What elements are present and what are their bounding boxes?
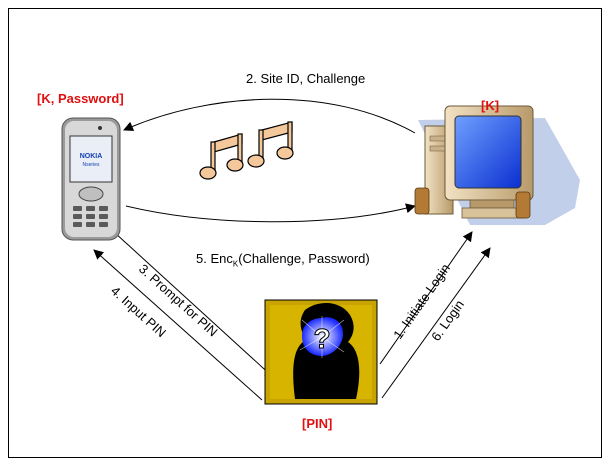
arrow-input-pin [93,249,263,401]
phone-brand: NOKIA [80,153,103,160]
step-5-subscript: K [232,259,239,269]
computer-node-label: [K] [481,98,500,113]
mobile-phone-icon: NOKIA Nseries [61,117,121,241]
arrow-site-id-challenge [123,98,416,134]
phone-node-label: [K, Password] [37,91,124,106]
arrow-initiate-login [379,231,473,365]
step-6-label: 6. Login [428,297,467,344]
music-notes-icon [199,121,294,180]
phone-series: Nseries [83,162,100,168]
arrow-enc-challenge-password [125,203,416,223]
arrow-prompt-for-pin [113,231,275,379]
desktop-computer-icon [414,105,580,225]
step-5-label: 5. EncK(Challenge, Password) [196,251,370,269]
user-node-label: [PIN] [302,416,333,431]
unknown-user-icon: ? [264,299,378,405]
step-5-prefix: 5. Enc [196,251,233,266]
step-2-label: 2. Site ID, Challenge [246,71,366,86]
step-5-suffix: (Challenge, Password) [238,251,370,266]
svg-text:?: ? [313,323,330,354]
arrow-login [381,247,491,399]
